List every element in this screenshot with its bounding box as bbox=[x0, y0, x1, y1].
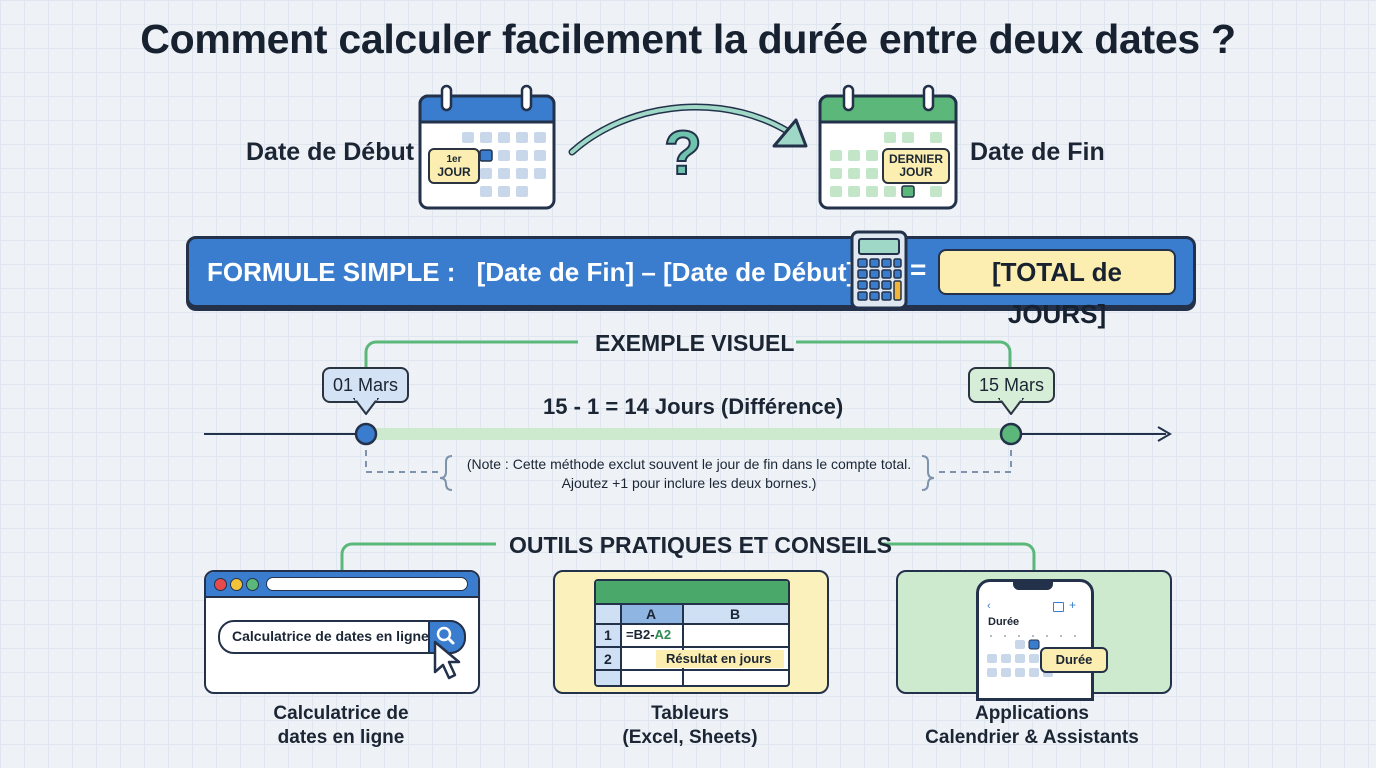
search-text: Calculatrice de dates en ligne bbox=[232, 628, 429, 644]
end-badge-line2: JOUR bbox=[899, 165, 933, 179]
column-a-header: A bbox=[646, 606, 657, 622]
calendar-small-icon bbox=[1053, 602, 1064, 612]
search-input[interactable]: Calculatrice de dates en ligne bbox=[218, 620, 466, 654]
row-2-header: 2 bbox=[604, 651, 612, 667]
formula-cell-prefix: =B2- bbox=[626, 627, 655, 642]
sheet-gridline bbox=[596, 623, 788, 625]
spreadsheet-caption-line1: Tableurs bbox=[651, 703, 729, 724]
end-badge-line1: DERNIER bbox=[888, 152, 943, 166]
column-b-header: B bbox=[730, 606, 741, 622]
start-bubble-pointer bbox=[353, 398, 379, 415]
transition-arrow-icon bbox=[568, 103, 808, 156]
page-title: Comment calculer facilement la durée ent… bbox=[140, 16, 1236, 62]
sheet-header-col bbox=[596, 605, 620, 685]
end-bubble-pointer bbox=[998, 398, 1024, 415]
online-caption-line1: Calculatrice de bbox=[273, 703, 409, 724]
formula-result: [TOTAL de JOURS] bbox=[938, 249, 1176, 329]
maximize-dot-icon bbox=[246, 578, 259, 591]
result-cell-highlight bbox=[656, 650, 784, 668]
sheet-toolbar bbox=[596, 581, 788, 605]
add-icon: + bbox=[1069, 598, 1077, 612]
timeline bbox=[204, 422, 1172, 491]
formula-cell: =B2-A2 bbox=[626, 627, 671, 642]
end-date-bubble: 15 Mars bbox=[968, 367, 1056, 403]
example-note: (Note : Cette méthode exclut souvent le … bbox=[446, 455, 932, 493]
formula-text: FORMULE SIMPLE : [Date de Fin] – [Date d… bbox=[207, 257, 877, 288]
spreadsheet-caption-line2: (Excel, Sheets) bbox=[622, 727, 758, 748]
formula-expression: [Date de Fin] – [Date de Début] – bbox=[476, 257, 877, 287]
close-dot-icon bbox=[214, 578, 227, 591]
start-badge-line1: 1er bbox=[446, 154, 462, 165]
phone-screen-title: Durée bbox=[988, 616, 1020, 628]
apps-caption: Applications Calendrier & Assistants bbox=[902, 702, 1162, 750]
end-date-label: Date de Fin bbox=[970, 138, 1105, 166]
sheet-gridline bbox=[596, 669, 788, 671]
start-date-label: Date de Début bbox=[246, 138, 415, 166]
search-button[interactable] bbox=[428, 620, 466, 654]
formula-equals: = bbox=[910, 254, 927, 285]
start-badge-line2: JOUR bbox=[437, 165, 471, 179]
online-caption-line2: dates en ligne bbox=[277, 727, 405, 748]
phone-notch bbox=[1013, 582, 1053, 590]
example-calculation: 15 - 1 = 14 Jours (Différence) bbox=[543, 394, 844, 419]
formula-cell-suffix: A2 bbox=[654, 627, 672, 642]
duration-badge: Durée bbox=[1040, 647, 1108, 673]
sheet-gridline bbox=[620, 603, 622, 685]
online-calculator-caption: Calculatrice de dates en ligne bbox=[220, 702, 462, 750]
tools-connector bbox=[340, 542, 1036, 572]
cursor-icon bbox=[433, 640, 461, 680]
note-line1: (Note : Cette méthode exclut souvent le … bbox=[466, 456, 912, 472]
end-badge: DERNIER JOUR bbox=[882, 148, 950, 184]
phone-calendar-grid bbox=[987, 635, 1076, 677]
note-line2: Ajoutez +1 pour inclure les deux bornes.… bbox=[561, 475, 817, 491]
minimize-dot-icon bbox=[230, 578, 243, 591]
start-calendar-icon: 1er JOUR bbox=[418, 84, 558, 212]
phone-icon: ‹ + Durée bbox=[976, 579, 1094, 701]
sheet-gridline bbox=[596, 646, 788, 648]
browser-titlebar bbox=[206, 572, 478, 598]
sheet-gridline bbox=[682, 603, 684, 685]
question-mark: ? bbox=[663, 118, 703, 189]
start-badge: 1er JOUR bbox=[428, 148, 480, 184]
back-chevron-icon: ‹ bbox=[987, 600, 991, 612]
end-calendar-icon: DERNIER JOUR bbox=[818, 84, 960, 212]
sheet-col-a-highlight bbox=[620, 605, 682, 623]
result-cell: Résultat en jours bbox=[666, 651, 772, 666]
row-1-header: 1 bbox=[604, 627, 612, 643]
search-icon bbox=[436, 626, 455, 645]
spreadsheet-caption: Tableurs (Excel, Sheets) bbox=[570, 702, 810, 750]
calculator-icon bbox=[850, 230, 908, 310]
example-connector bbox=[364, 340, 1012, 368]
apps-caption-line1: Applications bbox=[974, 703, 1089, 724]
apps-caption-line2: Calendrier & Assistants bbox=[925, 727, 1139, 748]
example-title: EXEMPLE VISUEL bbox=[595, 330, 795, 356]
tools-title: OUTILS PRATIQUES ET CONSEILS bbox=[509, 532, 892, 558]
formula-prefix: FORMULE SIMPLE : bbox=[207, 257, 456, 287]
address-bar bbox=[266, 577, 468, 591]
spreadsheet-grid: A B 1 2 =B2-A2 Résultat en jours bbox=[594, 579, 790, 687]
